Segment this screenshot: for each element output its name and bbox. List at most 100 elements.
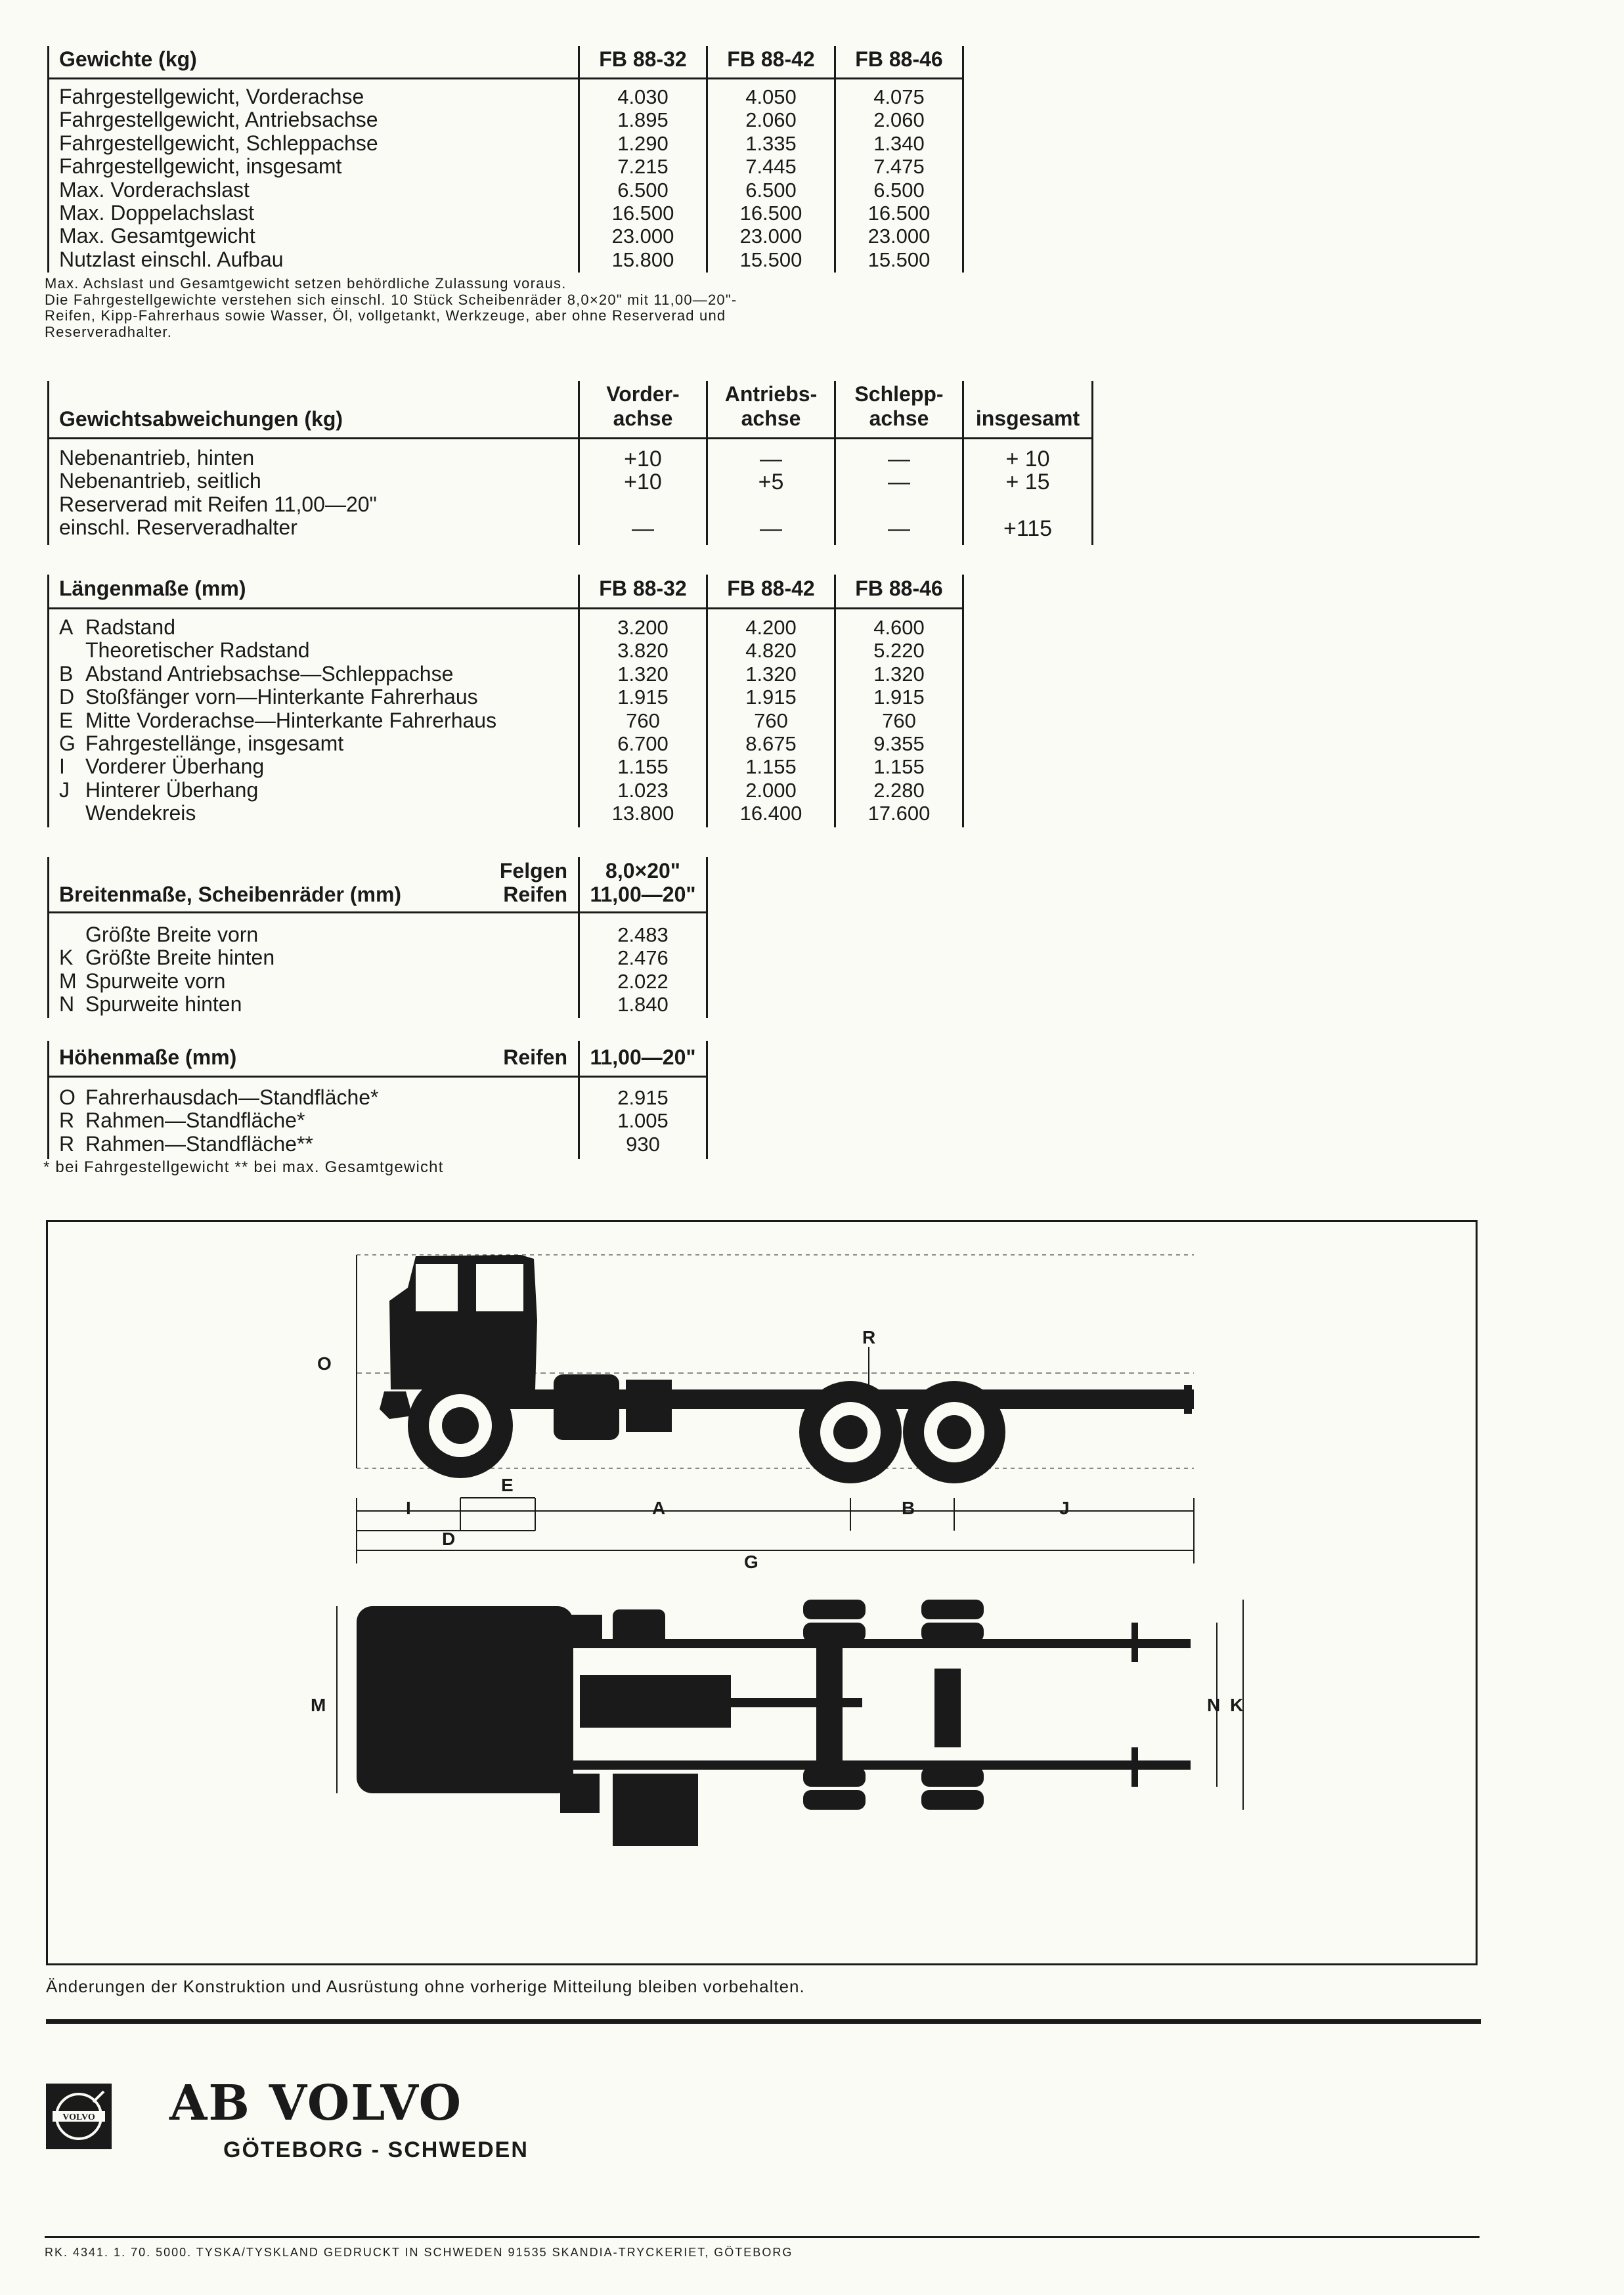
table-cell: 1.155 [617,755,669,779]
table-cell: 3.200 [617,616,669,639]
table-cell: 16.400 [739,802,802,825]
table-cell: 1.895 [617,108,669,132]
table-cell: +10 [624,470,662,495]
table-cell: +5 [758,470,784,495]
breiten-keys: K M N [59,923,85,1016]
table-row-label: Nebenantrieb, hinten [59,446,255,470]
table-cell: 1.320 [873,662,925,686]
column-header-line: achse [869,406,929,430]
table-cell: 1.005 [617,1109,669,1133]
felgen-value: 8,0×20" [605,859,680,883]
table-cell: 1.023 [617,778,669,802]
table-row-label: Fahrerhausdach—Standfläche* [85,1085,379,1109]
hoehen-keys: O R R [59,1085,85,1156]
table-cell: 2.022 [617,969,669,993]
table-cell: 16.500 [739,201,802,225]
brand-city: GÖTEBORG - SCHWEDEN [223,2137,529,2162]
table-cell: 4.050 [745,85,797,108]
label-D: D [442,1529,455,1549]
abweichungen-labels: Nebenantrieb, hinten Nebenantrieb, seitl… [59,446,377,540]
table-row-label: Mitte Vorderachse—Hinterkante Fahrerhaus [85,708,497,732]
hoehen-reifen-label: Reifen [503,1045,567,1069]
note-line: Reifen, Kipp-Fahrerhaus sowie Wasser, Öl… [45,307,726,324]
dimension-key [59,923,85,946]
table-cell: +10 [624,447,662,471]
table-cell: 1.340 [873,131,925,155]
table-cell: 4.600 [873,616,925,639]
table-cell: — [888,516,910,542]
gewichte-col-fb88-42: FB 88-42 [727,47,815,71]
table-cell: — [632,516,654,542]
label-K: K [1230,1695,1243,1715]
table-cell: 4.820 [745,639,797,663]
print-line: RK. 4341. 1. 70. 5000. TYSKA/TYSKLAND GE… [45,2246,793,2259]
table-row-label: einschl. Reserveradhalter [59,515,297,540]
table-cell: 1.155 [873,755,925,779]
dimension-key: I [59,754,65,779]
table-row-label: Reserverad mit Reifen 11,00—20" [59,492,377,516]
felgen-label: Felgen [499,859,567,883]
table-row-label: Größte Breite hinten [85,946,275,970]
hoehen-reifen-value: 11,00—20" [590,1045,696,1069]
table-cell: 7.475 [873,155,925,179]
table-cell [965,494,1091,517]
laengen-values-fb88-32: 3.200 3.820 1.320 1.915 760 6.700 1.155 … [581,616,705,825]
gewichte-labels: Fahrgestellgewicht, Vorderachse Fahrgest… [59,85,378,271]
table-cell [581,494,705,517]
dimension-key: R [59,1131,75,1156]
abweichungen-col-schleppachse: Schlepp- achse [837,382,961,431]
table-row-label: Abstand Antriebsachse—Schleppachse [85,661,454,686]
table-cell: 1.320 [745,662,797,686]
label-A: A [652,1498,665,1518]
table-row-label: Radstand [85,615,175,639]
table-cell: + 15 [1005,470,1050,495]
table-cell: 8.675 [745,732,797,755]
table-cell: 4.030 [617,85,669,108]
note-line: Reserveradhalter. [45,323,173,340]
gewichte-values-fb88-42: 4.050 2.060 1.335 7.445 6.500 16.500 23.… [709,85,833,271]
table-cell: — [760,447,782,471]
table-cell [709,494,833,517]
label-E: E [501,1475,514,1495]
table-cell: 15.500 [739,248,802,271]
table-cell: 1.915 [873,686,925,709]
note-line: Max. Achslast und Gesamtgewicht setzen b… [45,275,567,292]
label-B: B [902,1498,915,1518]
table-row-label: Theoretischer Radstand [85,638,310,663]
table-row-label: Rahmen—Standfläche* [85,1108,305,1133]
gewichte-col-fb88-32: FB 88-32 [599,47,687,71]
column-header-line [965,382,1091,406]
laengen-col-fb88-42: FB 88-42 [727,577,815,600]
dimension-key: J [59,777,70,802]
table-cell: 2.915 [617,1086,669,1109]
table-cell: — [760,516,782,542]
laengen-col-fb88-46: FB 88-46 [855,577,943,600]
abweichungen-values-insgesamt: + 10 + 15 +115 [965,447,1091,541]
table-row-label: Stoßfänger vorn—Hinterkante Fahrerhaus [85,685,478,709]
table-row-label: Max. Doppelachslast [59,200,255,225]
column-header-line: insgesamt [975,406,1080,430]
hoehen-footnote: * bei Fahrgestellgewicht ** bei max. Ges… [43,1158,444,1176]
breiten-values: 2.483 2.476 2.022 1.840 [581,923,705,1016]
table-cell: 1.915 [745,686,797,709]
table-cell: 15.800 [611,248,674,271]
volvo-logo: VOLVO [46,2084,112,2149]
table-cell: 760 [754,709,788,732]
table-cell: 1.320 [617,662,669,686]
table-cell: 6.500 [745,178,797,202]
table-cell: 16.500 [867,201,931,225]
dimension-key: B [59,661,74,686]
reifen-label: Reifen [503,883,567,906]
table-cell: — [888,470,910,495]
table-row-label: Max. Vorderachslast [59,177,250,202]
table-row-label: Max. Gesamtgewicht [59,224,255,248]
table-cell: 1.155 [745,755,797,779]
table-cell: 2.000 [745,778,797,802]
dimension-key: G [59,731,76,755]
chassis-diagram-frame: O R E I A B J D G M N K [46,1220,1478,1965]
table-cell: 6.500 [617,178,669,202]
dimension-key: E [59,708,74,732]
table-cell: 930 [626,1132,660,1156]
laengen-values-fb88-42: 4.200 4.820 1.320 1.915 760 8.675 1.155 … [709,616,833,825]
gewichte-values-fb88-32: 4.030 1.895 1.290 7.215 6.500 16.500 23.… [581,85,705,271]
